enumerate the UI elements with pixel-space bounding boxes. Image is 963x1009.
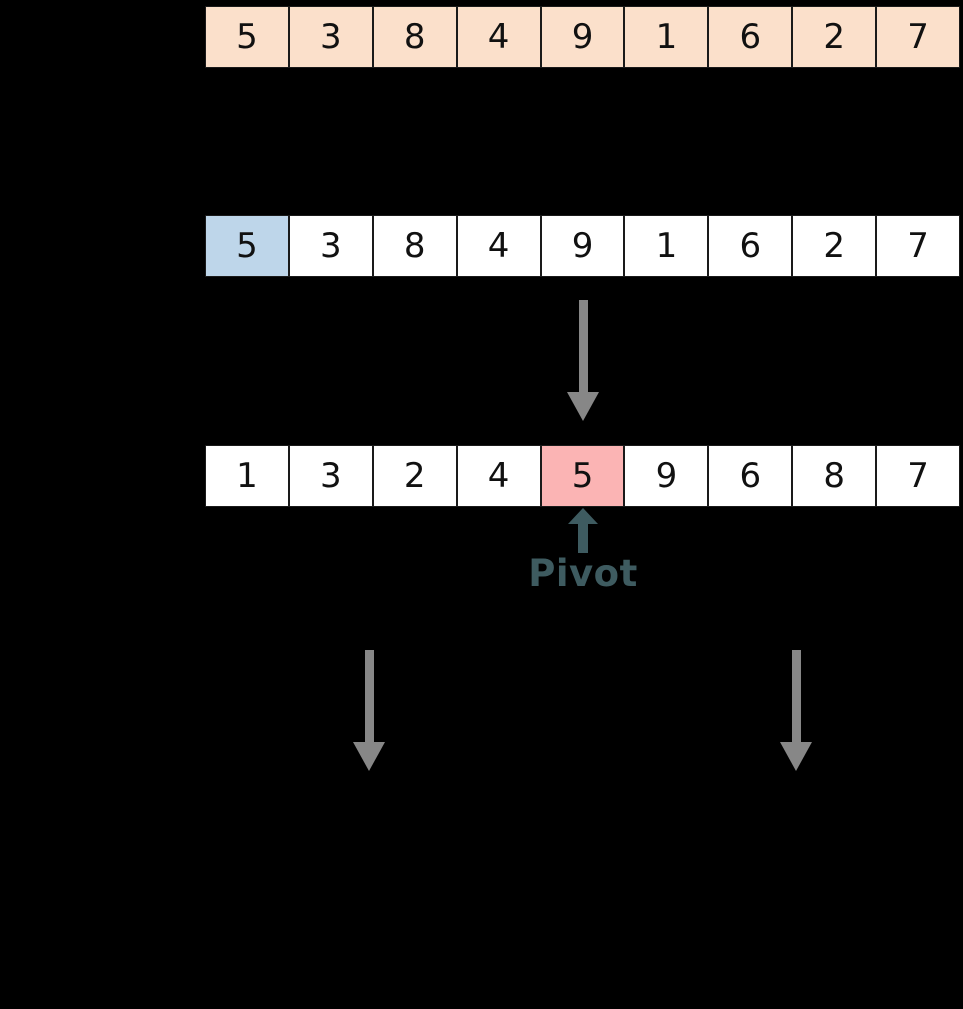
- array-cell-pivot-candidate: 5: [205, 215, 289, 277]
- array-row-unsorted: 5 3 8 4 9 1 6 2 7: [205, 6, 961, 68]
- array-cell: 2: [792, 215, 877, 277]
- array-cell: 6: [708, 215, 793, 277]
- array-row-pivot-chosen: 5 3 8 4 9 1 6 2 7: [205, 215, 961, 277]
- pivot-label: Pivot: [528, 552, 638, 595]
- arrow-down-right-icon: [772, 650, 820, 772]
- array-cell: 4: [456, 215, 541, 277]
- array-cell: 9: [624, 445, 709, 507]
- array-cell: 5: [205, 6, 289, 68]
- array-cell: 4: [456, 6, 541, 68]
- array-cell: 1: [624, 215, 709, 277]
- arrow-down-left-icon: [345, 650, 393, 772]
- array-cell: 4: [456, 445, 541, 507]
- array-cell: 9: [540, 6, 625, 68]
- array-cell: 8: [792, 445, 877, 507]
- array-cell: 7: [876, 445, 961, 507]
- array-cell: 2: [792, 6, 877, 68]
- array-cell: 6: [708, 445, 793, 507]
- array-cell: 3: [288, 6, 373, 68]
- array-cell: 3: [288, 445, 373, 507]
- array-cell: 1: [624, 6, 709, 68]
- array-row-partitioned: 1 3 2 4 5 9 6 8 7: [205, 445, 961, 507]
- array-cell: 3: [288, 215, 373, 277]
- array-cell: 9: [540, 215, 625, 277]
- array-cell: 2: [372, 445, 457, 507]
- arrow-down-icon: [559, 300, 607, 422]
- array-cell: 8: [372, 6, 457, 68]
- array-cell-pivot: 5: [540, 445, 625, 507]
- array-cell: 1: [205, 445, 289, 507]
- array-cell: 7: [876, 6, 961, 68]
- array-cell: 7: [876, 215, 961, 277]
- array-cell: 8: [372, 215, 457, 277]
- arrow-up-icon: [567, 507, 599, 553]
- array-cell: 6: [708, 6, 793, 68]
